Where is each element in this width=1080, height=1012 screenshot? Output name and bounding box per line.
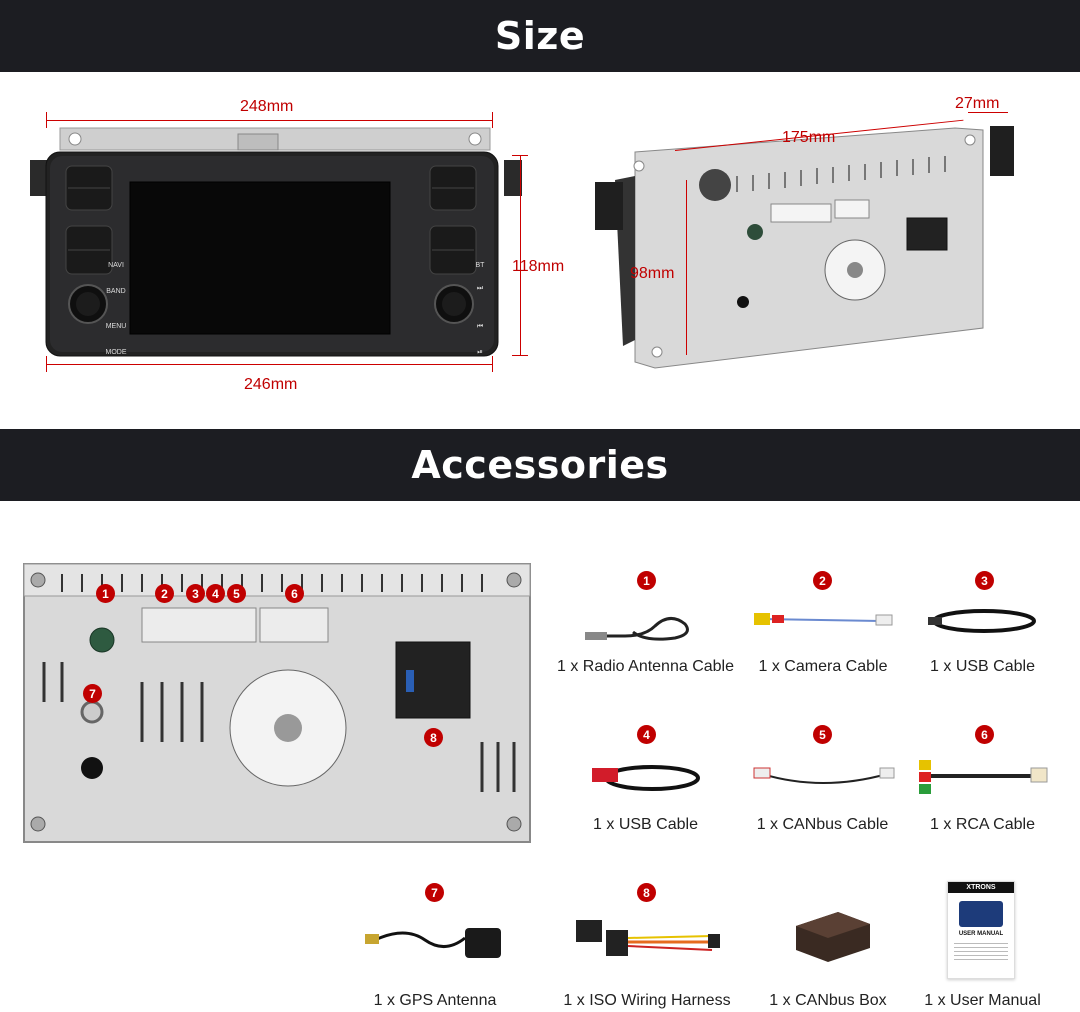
depth-label: 175mm xyxy=(782,129,836,146)
manual-title: USER MANUAL xyxy=(958,931,1004,937)
rear-panel-illustration xyxy=(22,562,532,844)
accessory-5-number: 5 xyxy=(813,725,832,744)
height-tick-top xyxy=(512,155,528,156)
accessory-9-caption: 1 x CANbus Box xyxy=(769,992,887,1009)
bt-button[interactable]: BT xyxy=(475,262,485,269)
callout-4: 4 xyxy=(206,584,225,603)
menu-button[interactable]: MENU xyxy=(105,323,127,330)
width-bottom-tick-right xyxy=(492,356,493,372)
navi-button[interactable]: NAVI xyxy=(108,262,124,269)
accessory-2-caption: 1 x Camera Cable xyxy=(758,658,888,675)
manual-screen xyxy=(959,901,1003,927)
accessory-3-caption: 1 x USB Cable xyxy=(930,658,1035,675)
width-top-tick-left xyxy=(46,112,47,128)
accessory-8-caption: 1 x ISO Wiring Harness xyxy=(563,992,731,1009)
callout-6: 6 xyxy=(285,584,304,603)
band-button[interactable]: BAND xyxy=(106,288,126,295)
gps-antenna-image xyxy=(365,920,505,962)
callout-2: 2 xyxy=(155,584,174,603)
callout-1: 1 xyxy=(96,584,115,603)
chassis-height-label: 98mm xyxy=(630,265,675,282)
accessory-7-caption: 1 x GPS Antenna xyxy=(373,992,497,1009)
usb-cable-image xyxy=(928,605,1040,637)
rca-cable-image xyxy=(915,756,1050,796)
offset-label: 27mm xyxy=(955,95,1000,112)
callout-5: 5 xyxy=(227,584,246,603)
accessory-4-number: 4 xyxy=(637,725,656,744)
next-button[interactable]: ⏭ xyxy=(476,285,484,292)
usb-cable-2-image xyxy=(592,760,704,796)
height-line xyxy=(520,155,521,355)
size-title: Size xyxy=(494,14,586,58)
mode-button[interactable]: MODE xyxy=(105,349,127,356)
accessory-5-caption: 1 x CANbus Cable xyxy=(756,816,889,833)
accessory-2-number: 2 xyxy=(813,571,832,590)
width-top-label: 248mm xyxy=(240,98,294,115)
play-pause-button[interactable]: ⏯ xyxy=(477,349,483,356)
accessory-1-number: 1 xyxy=(637,571,656,590)
width-bottom-line xyxy=(46,364,492,365)
prev-button[interactable]: ⏮ xyxy=(476,323,484,330)
callout-8: 8 xyxy=(424,728,443,747)
radio-antenna-cable-image xyxy=(585,608,695,648)
width-top-line xyxy=(46,120,492,121)
manual-brand: XTRONS xyxy=(948,882,1014,893)
accessory-10-caption: 1 x User Manual xyxy=(924,992,1041,1009)
accessory-1-caption: 1 x Radio Antenna Cable xyxy=(556,658,734,675)
accessory-4-caption: 1 x USB Cable xyxy=(593,816,698,833)
size-banner: Size xyxy=(0,0,1080,72)
offset-line xyxy=(968,112,1008,113)
width-bottom-label: 246mm xyxy=(244,376,298,393)
accessories-banner: Accessories xyxy=(0,429,1080,501)
width-top-tick-right xyxy=(492,112,493,128)
callout-3: 3 xyxy=(186,584,205,603)
width-bottom-tick-left xyxy=(46,356,47,372)
canbus-cable-image xyxy=(752,762,897,792)
canbus-box-image xyxy=(790,906,874,966)
front-panel-illustration: NAVI BAND MENU MODE BT ⏭ ⏮ ⏯ xyxy=(30,90,590,400)
accessory-3-number: 3 xyxy=(975,571,994,590)
iso-wiring-harness-image xyxy=(572,912,722,968)
accessory-7-number: 7 xyxy=(425,883,444,902)
accessory-6-caption: 1 x RCA Cable xyxy=(930,816,1035,833)
manual-text-lines xyxy=(954,943,1008,961)
accessories-title: Accessories xyxy=(411,443,669,487)
height-tick-bottom xyxy=(512,355,528,356)
height-label: 118mm xyxy=(512,258,565,275)
accessory-6-number: 6 xyxy=(975,725,994,744)
camera-cable-image xyxy=(750,605,895,641)
user-manual-image: XTRONS USER MANUAL xyxy=(947,881,1015,979)
chassis-height-line xyxy=(686,180,687,355)
chassis-side-illustration xyxy=(595,100,1035,390)
callout-7: 7 xyxy=(83,684,102,703)
accessory-8-number: 8 xyxy=(637,883,656,902)
